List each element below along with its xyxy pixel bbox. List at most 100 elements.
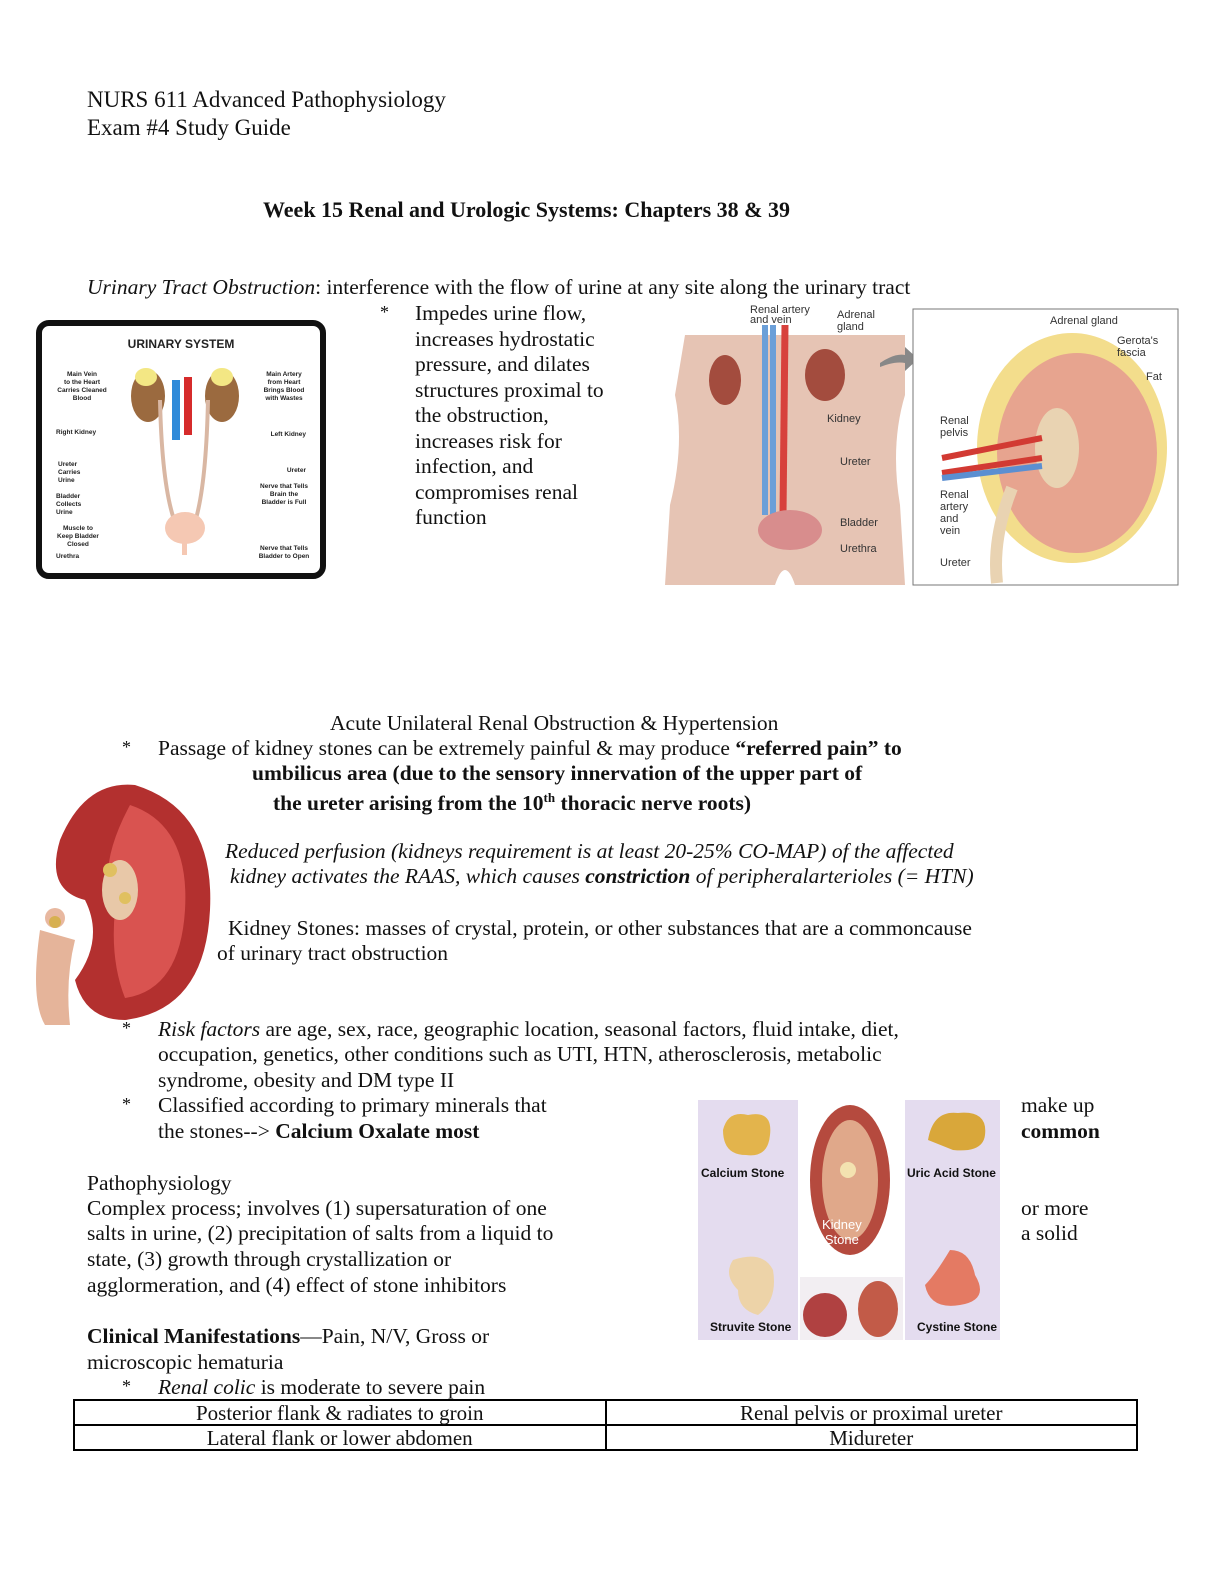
figure-label: Urethra (840, 543, 878, 555)
figure-label: Urine (56, 509, 73, 516)
text: —Pain, N/V, Gross or (300, 1324, 490, 1348)
patho-line2: salts in urine, (2) precipitation of sal… (87, 1221, 554, 1245)
clinical-line1: Clinical Manifestations—Pain, N/V, Gross… (87, 1323, 489, 1349)
figure-label: Collects (56, 501, 82, 508)
figure-label: gland (837, 321, 864, 333)
text-bold: “referred pain” to (735, 736, 902, 760)
label-cystine-stone: Cystine Stone (917, 1320, 998, 1334)
classified-line1: Classified according to primary minerals… (158, 1093, 547, 1117)
figure-label: Ureter (287, 467, 307, 474)
figure-label: Ureter (58, 461, 78, 468)
guide-title: Exam #4 Study Guide (87, 115, 291, 140)
figure-label: Renal (940, 489, 969, 501)
referred-pain-line2: umbilicus area (due to the sensory inner… (252, 761, 863, 785)
figure-label: Nerve that Tells (260, 545, 308, 552)
text: kidney activates the RAAS, which causes (230, 864, 586, 888)
figure-label: to the Heart (64, 379, 101, 386)
uto-bullet-line: increases risk for (415, 428, 562, 453)
referred-pain-line3: the ureter arising from the 10th thoraci… (273, 785, 751, 816)
referred-pain-line1: Passage of kidney stones can be extremel… (158, 735, 902, 761)
figure-label: Left Kidney (271, 431, 307, 438)
table-cell: Midureter (604, 1424, 1138, 1451)
patho-line4: agglormeration, and (4) effect of stone … (87, 1273, 507, 1297)
course-title: NURS 611 Advanced Pathophysiology (87, 87, 446, 112)
text: of peripheralarterioles (= HTN) (690, 864, 974, 888)
figure-label: Keep Bladder (57, 533, 99, 540)
figure-title: URINARY SYSTEM (128, 337, 235, 351)
figure-label: with Wastes (264, 395, 303, 402)
stones-def-line2: of urinary tract obstruction (217, 941, 449, 965)
risk-line1: Risk factors are age, sex, race, geograp… (158, 1016, 899, 1042)
risk-term: Risk factors (158, 1017, 261, 1041)
figure-label: Right Kidney (56, 429, 96, 436)
patho-line3: state, (3) growth through crystallizatio… (87, 1247, 452, 1271)
superscript: th (543, 790, 556, 805)
clinical-line2: microscopic hematuria (87, 1350, 284, 1374)
arrow-icon (880, 347, 918, 371)
figure-label: artery (940, 501, 969, 513)
text: Kidney (822, 1217, 862, 1232)
colic-term: Renal colic (158, 1375, 256, 1399)
text: Stone (824, 1232, 859, 1247)
figure-label: Bladder (840, 517, 878, 529)
patho-line1: Complex process; involves (1) supersatur… (87, 1196, 547, 1220)
label-uric-acid-stone: Uric Acid Stone (907, 1166, 996, 1180)
text-bold: constriction (585, 864, 691, 888)
bullet: * (122, 737, 131, 757)
figure-label: Nerve that Tells (260, 483, 308, 490)
patho-heading: Pathophysiology (87, 1171, 232, 1195)
table-cell: Renal pelvis or proximal ureter (604, 1399, 1138, 1426)
figure-label: Renal artery (750, 305, 810, 316)
figure-label: and (940, 513, 958, 525)
figure-label: Carries Cleaned (57, 387, 107, 394)
uto-bullet-line: structures proximal to (415, 377, 604, 402)
figure-label: Adrenal gland (1050, 315, 1118, 327)
text: is moderate to severe pain (255, 1375, 486, 1399)
renal-colic-line: Renal colic is moderate to severe pain (158, 1374, 485, 1400)
figure-label: Main Vein (67, 371, 97, 378)
classified-line1-right: make up (1021, 1093, 1095, 1117)
figure-label: Urine (58, 477, 75, 484)
figure-label: Renal (940, 415, 969, 427)
classified-line2-right: common (1021, 1119, 1100, 1143)
classified-line2: the stones--> Calcium Oxalate most (158, 1118, 479, 1144)
table-cell: Posterior flank & radiates to groin (73, 1399, 607, 1426)
uto-bullet-line: pressure, and dilates (415, 352, 590, 376)
figure-label: Adrenal (837, 309, 875, 321)
uto-def-text: : interference with the flow of urine at… (315, 275, 911, 299)
risk-line3: syndrome, obesity and DM type II (158, 1068, 455, 1092)
uto-bullet-line: compromises renal (415, 479, 578, 504)
stones-def-line1: Kidney Stones: masses of crystal, protei… (228, 916, 972, 940)
stone-types-figure: Calcium Stone Uric Acid Stone Struvite S… (698, 1100, 1000, 1340)
figure-label: Kidney (827, 413, 861, 425)
uto-definition: Urinary Tract Obstruction: interference … (87, 274, 910, 300)
figure-label: Ureter (840, 456, 871, 468)
text: are age, sex, race, geographic location,… (260, 1017, 899, 1041)
figure-label: Ureter (940, 557, 971, 569)
acute-heading: Acute Unilateral Renal Obstruction & Hyp… (330, 711, 779, 735)
figure-label: Muscle to (63, 525, 93, 532)
figure-label: Urethra (56, 553, 80, 560)
uto-term: Urinary Tract Obstruction (87, 275, 316, 299)
text-bold: Calcium Oxalate most (275, 1119, 480, 1143)
figure-label: fascia (1117, 347, 1147, 359)
figure-label: Bladder (56, 493, 81, 500)
figure-label: from Heart (268, 379, 302, 386)
figure-label: Bladder to Open (259, 553, 310, 560)
perfusion-line1: Reduced perfusion (kidneys requirement i… (225, 839, 954, 863)
uto-bullet-line: the obstruction, (415, 403, 549, 427)
bullet: * (122, 1376, 131, 1396)
risk-line2: occupation, genetics, other conditions s… (158, 1042, 882, 1066)
text: the ureter arising from the 10 (273, 791, 544, 816)
figure-label: Fat (1146, 371, 1162, 383)
uto-bullet-line: Impedes urine flow, (415, 301, 587, 325)
figure-label: Carries (58, 469, 81, 476)
patho-line2-right: a solid (1021, 1221, 1078, 1245)
figure-label: Blood (73, 395, 91, 402)
uto-bullet-line: infection, and (415, 454, 534, 478)
